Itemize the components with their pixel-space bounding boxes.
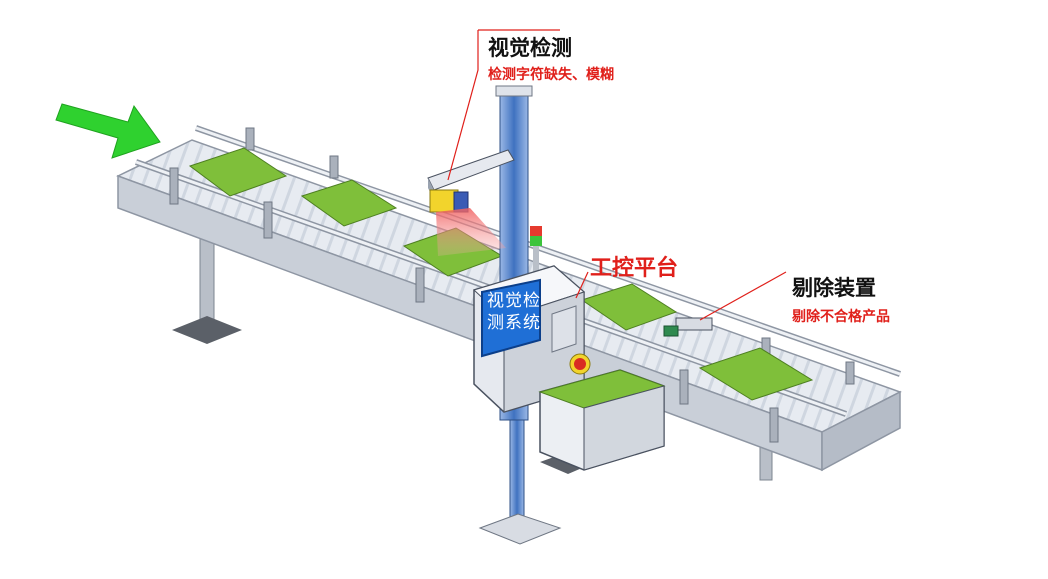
reject-device <box>663 317 713 337</box>
screen-line-1: 视觉检 <box>487 291 541 311</box>
estop-icon <box>569 353 591 375</box>
vision-subtitle: 检测字符缺失、模糊 <box>488 67 614 83</box>
arrow-icon <box>55 103 161 159</box>
laser-beam <box>436 208 506 256</box>
ipc-title: 工控平台 <box>590 256 679 281</box>
ipc-cabinet <box>473 265 666 471</box>
callout-lines <box>447 29 787 321</box>
screen-label: 视觉检 测系统 <box>484 290 544 334</box>
screen-panel <box>481 278 541 358</box>
screen-line-2: 测系统 <box>487 313 541 333</box>
reject-title: 剔除装置 <box>792 276 876 300</box>
vision-title: 视觉检测 <box>488 36 572 60</box>
reject-subtitle: 剔除不合格产品 <box>792 309 890 325</box>
light-tower-icon <box>530 226 542 274</box>
